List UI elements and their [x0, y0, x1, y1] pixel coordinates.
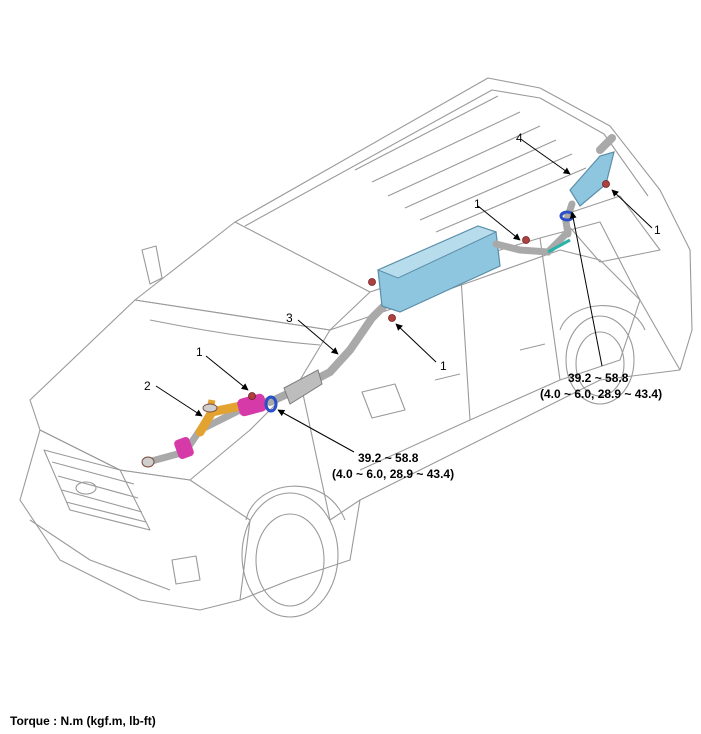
vehicle-outline — [19, 77, 693, 618]
hanger-rear-right — [602, 180, 610, 188]
callout-1-right: 1 — [654, 223, 661, 237]
torque-front-units: (4.0 ~ 6.0, 28.9 ~ 43.4) — [332, 467, 454, 481]
torque-rear-value: 39.2 ~ 58.8 — [568, 371, 629, 385]
callout-1-rear: 1 — [474, 197, 481, 211]
callout-4: 4 — [516, 131, 523, 145]
callout-1-front: 1 — [196, 345, 203, 359]
main-muffler — [559, 134, 616, 238]
torque-front-value: 39.2 ~ 58.8 — [358, 451, 419, 465]
callout-1-center: 1 — [440, 359, 447, 373]
hanger-front — [248, 392, 256, 400]
torque-unit-note: Torque : N.m (kgf.m, lb-ft) — [10, 714, 156, 728]
hanger-rear-left — [522, 236, 530, 244]
front-muffler-pipe — [141, 393, 274, 468]
torque-rear-units: (4.0 ~ 6.0, 28.9 ~ 43.4) — [540, 387, 662, 401]
callout-2: 2 — [144, 379, 151, 393]
hanger-center-rear — [388, 314, 396, 322]
center-muffler-pipe — [264, 286, 404, 413]
leader-lines — [155, 139, 653, 453]
hanger-rubbers — [248, 180, 610, 400]
callout-3: 3 — [286, 311, 293, 325]
hanger-center-front — [368, 278, 376, 286]
center-muffler — [376, 225, 572, 313]
